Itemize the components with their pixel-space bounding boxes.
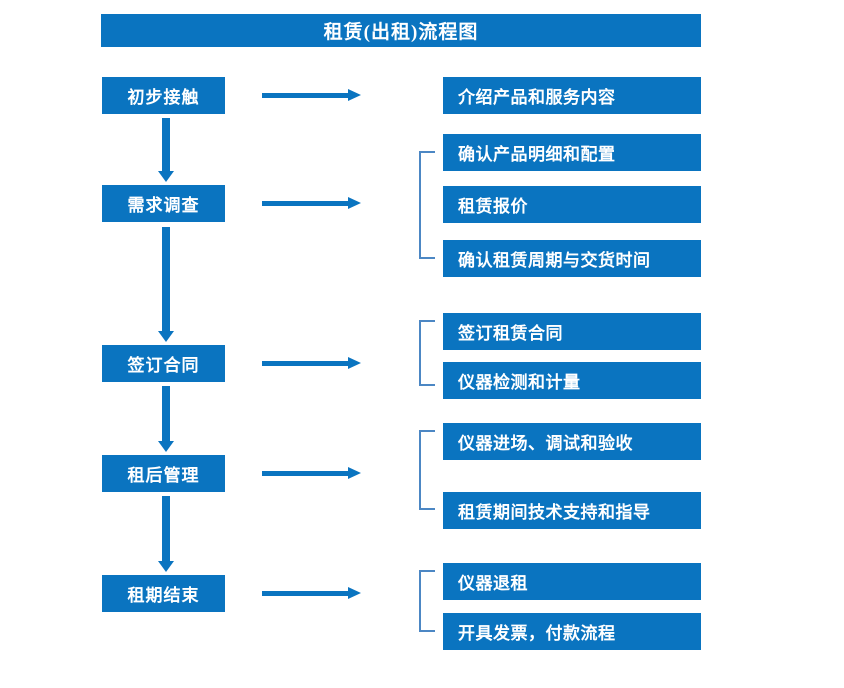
arrow-shaft bbox=[162, 118, 170, 171]
group-bracket-3 bbox=[419, 320, 435, 386]
arrow-head bbox=[158, 331, 174, 342]
stage-box-3[interactable]: 签订合同 bbox=[102, 345, 225, 382]
detail-box-2[interactable]: 确认产品明细和配置 bbox=[443, 134, 701, 171]
down-arrow-4 bbox=[155, 496, 177, 572]
detail-box-8[interactable]: 租赁期间技术支持和指导 bbox=[443, 492, 701, 529]
stage-box-4[interactable]: 租后管理 bbox=[102, 455, 225, 492]
detail-box-3[interactable]: 租赁报价 bbox=[443, 186, 701, 223]
detail-box-5[interactable]: 签订租赁合同 bbox=[443, 313, 701, 350]
down-arrow-2 bbox=[155, 227, 177, 342]
arrow-head bbox=[158, 561, 174, 572]
arrow-shaft bbox=[162, 227, 170, 331]
detail-box-7[interactable]: 仪器进场、调试和验收 bbox=[443, 423, 701, 460]
arrow-shaft bbox=[162, 496, 170, 561]
detail-box-10[interactable]: 开具发票，付款流程 bbox=[443, 613, 701, 650]
down-arrow-3 bbox=[155, 386, 177, 452]
group-bracket-5 bbox=[419, 570, 435, 632]
stage-box-5[interactable]: 租期结束 bbox=[102, 575, 225, 612]
arrow-shaft bbox=[262, 361, 350, 366]
stage-box-1[interactable]: 初步接触 bbox=[102, 77, 225, 114]
right-arrow-3 bbox=[262, 355, 361, 373]
arrow-shaft bbox=[262, 93, 350, 98]
group-bracket-2 bbox=[419, 151, 435, 259]
detail-box-4[interactable]: 确认租赁周期与交货时间 bbox=[443, 240, 701, 277]
right-arrow-1 bbox=[262, 87, 361, 105]
arrow-head bbox=[348, 89, 361, 101]
arrow-shaft bbox=[262, 201, 350, 206]
arrow-head bbox=[158, 441, 174, 452]
arrow-shaft bbox=[262, 471, 350, 476]
stage-box-2[interactable]: 需求调查 bbox=[102, 185, 225, 222]
down-arrow-1 bbox=[155, 118, 177, 182]
group-bracket-4 bbox=[419, 430, 435, 510]
arrow-head bbox=[348, 197, 361, 209]
arrow-head bbox=[348, 357, 361, 369]
detail-box-9[interactable]: 仪器退租 bbox=[443, 563, 701, 600]
detail-box-6[interactable]: 仪器检测和计量 bbox=[443, 362, 701, 399]
page-title: 租赁(出租)流程图 bbox=[101, 14, 701, 47]
arrow-shaft bbox=[162, 386, 170, 441]
detail-box-1[interactable]: 介绍产品和服务内容 bbox=[443, 77, 701, 114]
right-arrow-5 bbox=[262, 585, 361, 603]
arrow-head bbox=[158, 171, 174, 182]
right-arrow-2 bbox=[262, 195, 361, 213]
arrow-head bbox=[348, 467, 361, 479]
arrow-shaft bbox=[262, 591, 350, 596]
arrow-head bbox=[348, 587, 361, 599]
right-arrow-4 bbox=[262, 465, 361, 483]
